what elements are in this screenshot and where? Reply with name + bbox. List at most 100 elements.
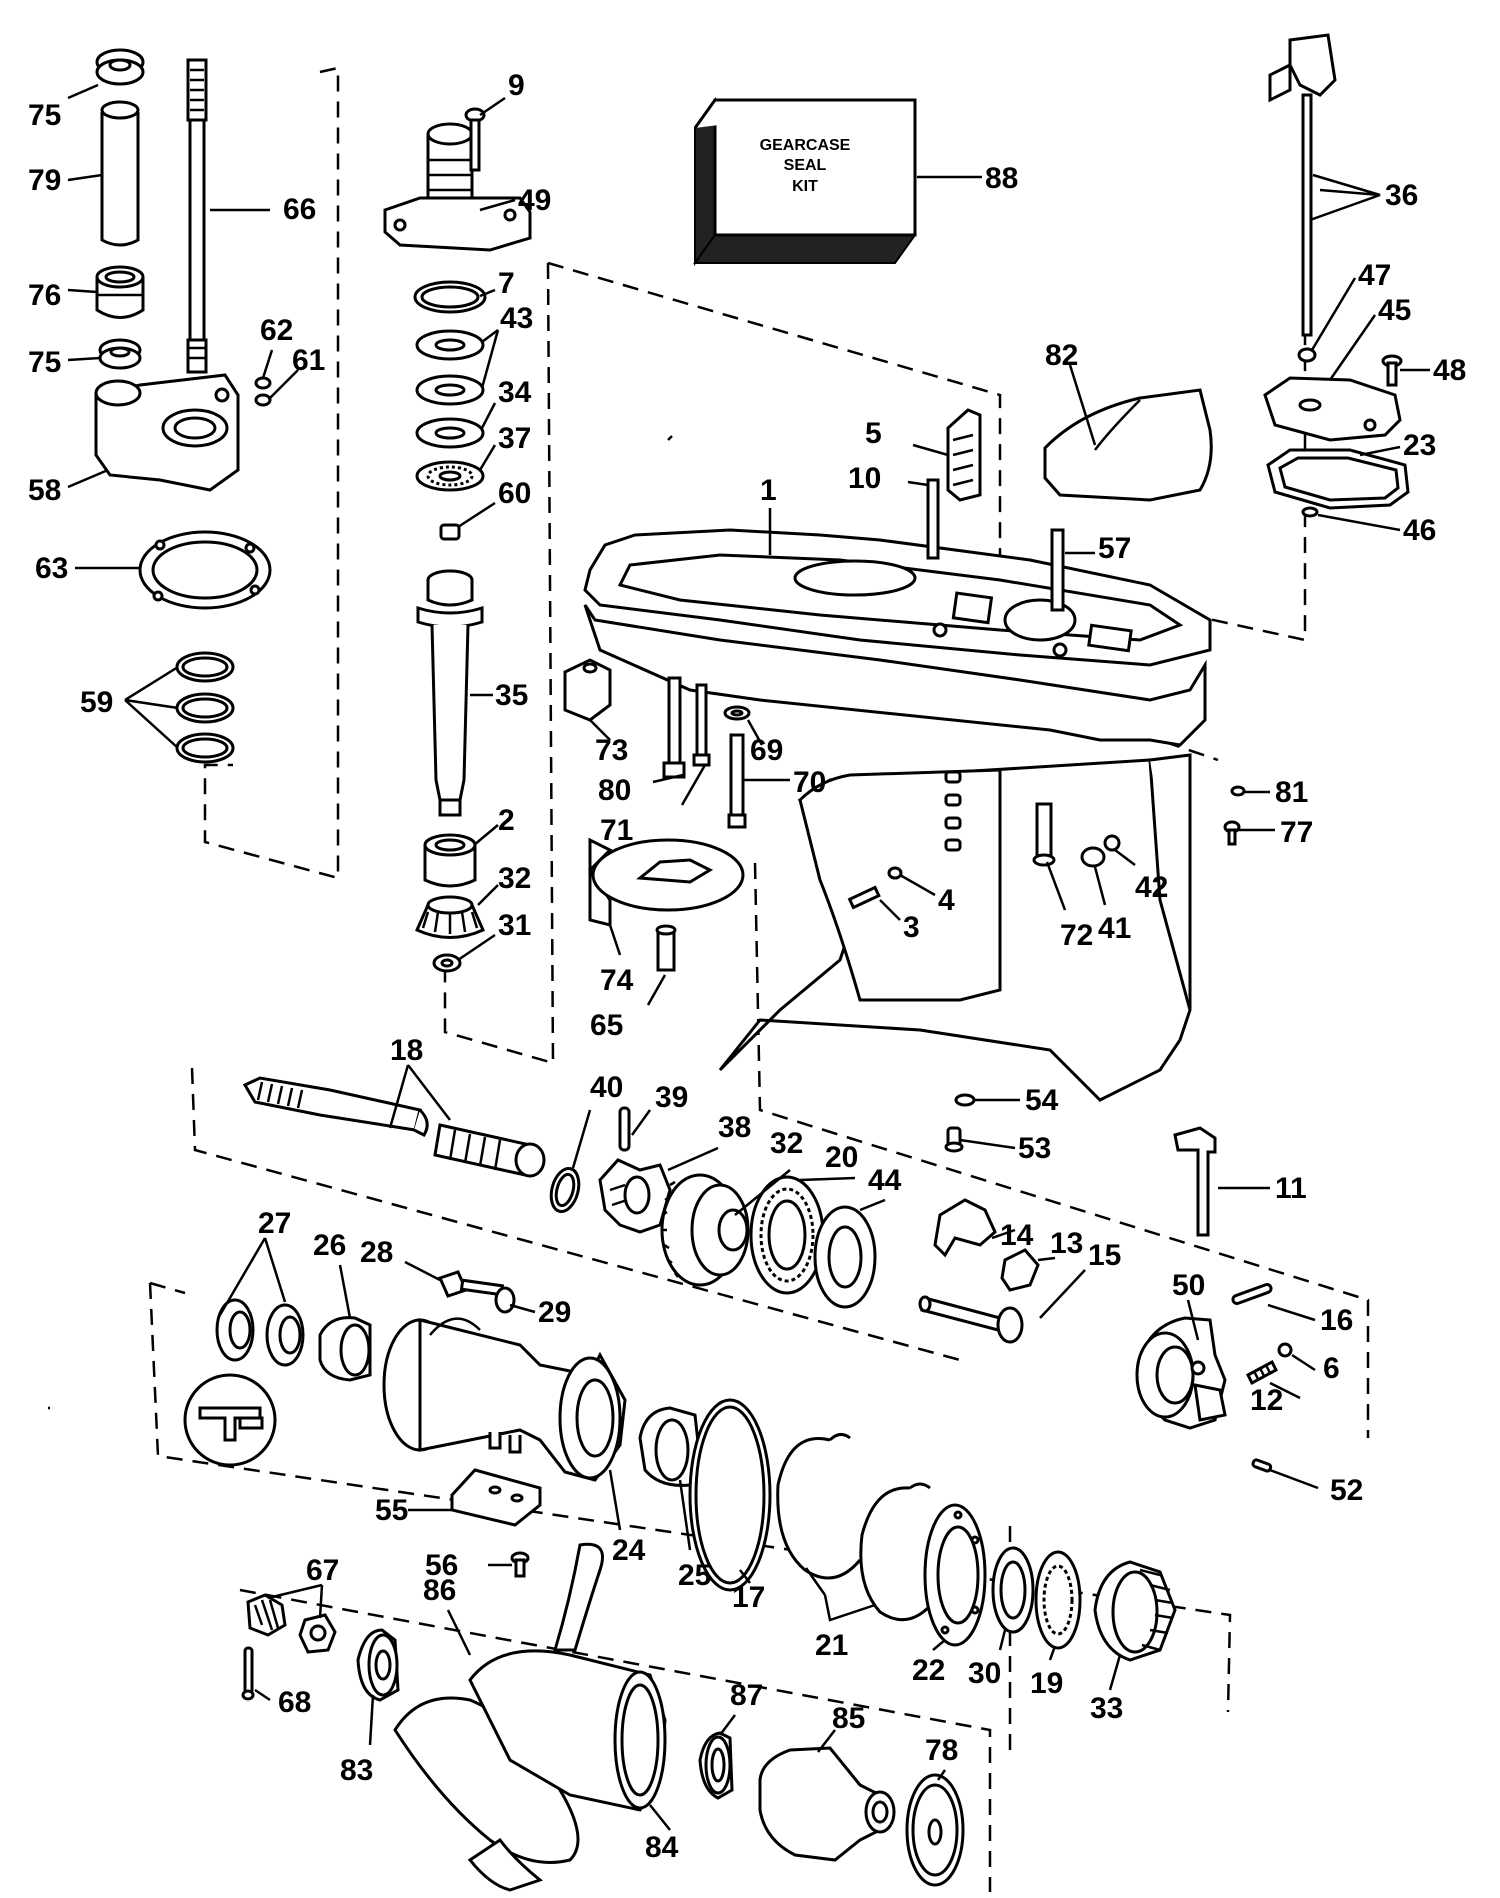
screw-9 xyxy=(464,107,486,172)
propeller-group xyxy=(241,1542,965,1892)
bearing-carrier-24 xyxy=(382,1317,627,1482)
drain-parts xyxy=(944,1093,976,1153)
nut-47 xyxy=(1297,347,1317,363)
gasket-23 xyxy=(1266,448,1410,510)
callout-23: 23 xyxy=(1403,429,1436,462)
callout-45: 45 xyxy=(1378,294,1411,327)
callout-62: 62 xyxy=(260,314,293,347)
kit-line-3: KIT xyxy=(792,178,818,195)
gear-32-forward xyxy=(660,1173,750,1287)
washer-30 xyxy=(991,1546,1035,1634)
callout-70: 70 xyxy=(793,766,826,799)
thrust-washer-34 xyxy=(415,417,485,449)
bushing-87 xyxy=(698,1731,734,1800)
callout-63: 63 xyxy=(35,552,68,585)
callout-43: 43 xyxy=(500,302,533,335)
plate-55 xyxy=(450,1468,542,1527)
callout-52: 52 xyxy=(1330,1474,1363,1507)
seal-75-lower xyxy=(98,338,142,370)
pinion-gear-32-top xyxy=(415,895,485,939)
shift-rod-36 xyxy=(1268,33,1337,337)
callout-25: 25 xyxy=(678,1559,711,1592)
callout-49: 49 xyxy=(518,184,551,217)
nut-62-washer-61 xyxy=(254,376,272,407)
propeller-86 xyxy=(393,1542,667,1892)
bearing-housing-50 xyxy=(1135,1316,1227,1430)
callout-5: 5 xyxy=(865,417,882,450)
bearing-25 xyxy=(638,1406,702,1487)
clutch-38 xyxy=(598,1158,672,1234)
callout-29: 29 xyxy=(538,1296,571,1329)
callout-7: 7 xyxy=(498,267,515,300)
nut-67 xyxy=(246,1593,337,1654)
cam-13 xyxy=(1000,1248,1040,1292)
callout-84: 84 xyxy=(645,1831,679,1864)
bolt-70 xyxy=(727,733,747,829)
callout-32-top: 32 xyxy=(498,862,531,895)
callout-4: 4 xyxy=(938,884,955,917)
callout-61: 61 xyxy=(292,344,325,377)
callout-6: 6 xyxy=(1323,1352,1340,1385)
bearing-19 xyxy=(1034,1550,1082,1650)
trim-tab-74 xyxy=(588,837,745,927)
thrust-washer-22 xyxy=(923,1503,987,1647)
callout-2: 2 xyxy=(498,804,515,837)
callout-81: 81 xyxy=(1275,776,1308,809)
callout-60: 60 xyxy=(498,477,531,510)
stud-10 xyxy=(926,478,940,560)
callout-85: 85 xyxy=(832,1702,865,1735)
callout-83: 83 xyxy=(340,1754,373,1787)
washer-4 xyxy=(887,866,903,880)
housing-49 xyxy=(383,122,532,252)
callout-34: 34 xyxy=(498,376,532,409)
callout-35: 35 xyxy=(495,679,528,712)
callout-3: 3 xyxy=(903,911,920,944)
gearcase-housing-1 xyxy=(583,528,1212,1102)
callout-11: 11 xyxy=(1275,1172,1307,1205)
callout-19: 19 xyxy=(1030,1667,1063,1700)
callout-30: 30 xyxy=(968,1657,1001,1690)
callout-31: 31 xyxy=(498,909,531,942)
callout-68: 68 xyxy=(278,1686,311,1719)
cover-45 xyxy=(1263,376,1402,442)
callout-55: 55 xyxy=(375,1494,408,1527)
screw-72 xyxy=(1032,802,1056,867)
drive-shaft-66 xyxy=(186,58,208,374)
callout-67: 67 xyxy=(306,1554,339,1587)
retaining-rings-21 xyxy=(776,1433,937,1622)
callout-16: 16 xyxy=(1320,1304,1353,1337)
washer-46 xyxy=(1301,506,1319,518)
gasket-63 xyxy=(138,530,272,610)
callout-78: 78 xyxy=(925,1734,958,1767)
nut-31 xyxy=(432,953,462,973)
seal-75-top xyxy=(95,48,145,86)
o-rings-59 xyxy=(175,651,235,764)
tube-79 xyxy=(100,100,140,247)
callout-13: 13 xyxy=(1050,1227,1083,1260)
washer-44 xyxy=(813,1205,877,1309)
callout-86: 86 xyxy=(423,1574,456,1607)
seals-27 xyxy=(183,1298,305,1467)
callout-32-forward: 32 xyxy=(770,1127,803,1160)
callout-77: 77 xyxy=(1280,816,1313,849)
callout-56: 56 xyxy=(425,1549,458,1582)
kit-line-1: GEARCASE xyxy=(760,137,851,154)
callout-69: 69 xyxy=(750,734,783,767)
callout-74: 74 xyxy=(600,964,634,997)
propeller-shaft-row xyxy=(242,1076,877,1309)
washer-29 xyxy=(494,1286,516,1314)
bearing-carrier-row xyxy=(183,1270,1177,1662)
callout-20: 20 xyxy=(825,1141,858,1174)
reverse-gear-33 xyxy=(1093,1560,1177,1662)
callout-numbers: 88 75 79 66 76 75 62 61 58 63 59 9 49 7 … xyxy=(28,69,1466,1864)
pump-housing-58 xyxy=(94,373,240,492)
callout-48: 48 xyxy=(1433,354,1466,387)
bearing-26 xyxy=(318,1316,372,1382)
callout-66: 66 xyxy=(283,193,316,226)
callout-40: 40 xyxy=(590,1071,623,1104)
callout-59: 59 xyxy=(80,686,113,719)
shifter-shaft-15 xyxy=(918,1295,1024,1344)
shift-stack-column xyxy=(383,107,532,973)
shift-lever-11 xyxy=(1173,1126,1217,1237)
